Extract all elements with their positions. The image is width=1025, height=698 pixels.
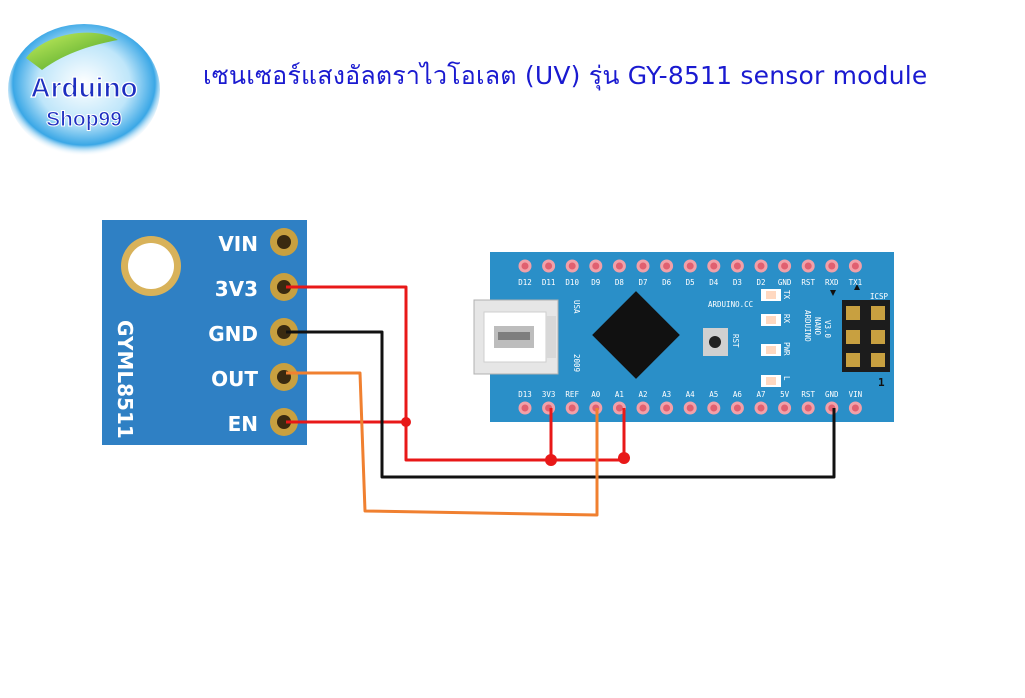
top-pin-label-d9-3: D9 xyxy=(591,278,600,287)
bottom-pin-hole-a5-8 xyxy=(710,404,718,412)
bottom-pin-hole-a6-9 xyxy=(733,404,741,412)
sensor-pin-label-3v3: 3V3 xyxy=(215,277,258,301)
icsp-header xyxy=(830,284,890,372)
bottom-pin-label-gnd-13: GND xyxy=(825,390,839,399)
board-name-line2: NANO xyxy=(813,317,822,336)
bottom-pin-hole-a3-6 xyxy=(663,404,671,412)
bottom-pin-hole-a7-10 xyxy=(757,404,765,412)
bottom-pin-label-a5-8: A5 xyxy=(709,390,718,399)
led-label-rx: RX xyxy=(782,314,791,324)
top-pin-hole-tx1-14 xyxy=(851,262,859,270)
gy8511-sensor-module: GYML8511 VIN 3V3 GND OUT EN xyxy=(102,220,307,445)
top-pin-label-d5-7: D5 xyxy=(686,278,695,287)
bottom-pin-label-a2-5: A2 xyxy=(638,390,647,399)
bottom-pin-hole-d13-0 xyxy=(521,404,529,412)
bottom-pin-label-a6-9: A6 xyxy=(733,390,743,399)
top-pin-hole-d11-1 xyxy=(545,262,553,270)
logo-text-arduino: Arduino xyxy=(30,72,137,103)
bottom-pin-label-5v-11: 5V xyxy=(780,390,790,399)
bottom-pin-hole-ref-2 xyxy=(568,404,576,412)
top-pin-label-rst-12: RST xyxy=(801,278,815,287)
top-pin-hole-d2-10 xyxy=(757,262,765,270)
top-pin-label-gnd-11: GND xyxy=(778,278,792,287)
bottom-pin-hole-5v-11 xyxy=(781,404,789,412)
arduino-shop99-logo: Arduino Shop99 xyxy=(8,24,160,156)
top-pin-header: D12 D11 D10 D9 D8 D7 D6 D5 D4 D3 D2 GND RST RXD TX1 xyxy=(518,259,863,287)
sensor-model-label: GYML8511 xyxy=(113,320,137,439)
board-name-line3: V3.0 xyxy=(823,320,832,339)
bottom-pin-label-a7-10: A7 xyxy=(756,390,765,399)
top-pin-label-d4-8: D4 xyxy=(709,278,719,287)
bottom-pin-hole-rst-12 xyxy=(804,404,812,412)
top-pin-hole-d7-5 xyxy=(639,262,647,270)
bottom-pin-label-a3-6: A3 xyxy=(662,390,671,399)
led-label-pwr: PWR xyxy=(782,342,791,356)
top-pin-label-d8-4: D8 xyxy=(615,278,625,287)
bottom-pin-hole-vin-14 xyxy=(851,404,859,412)
top-pin-label-tx1-14: TX1 xyxy=(849,278,863,287)
label-usa: USA xyxy=(572,300,581,314)
led-label-tx: TX xyxy=(782,290,791,300)
arduino-nano-board: USA 2009 RST ARDUINO.CC TX RX PWR L ARDU… xyxy=(473,252,894,422)
page-title: เซนเซอร์แสงอัลตราไวโอเลต (UV) รุ่น GY-85… xyxy=(203,61,928,90)
top-pin-hole-d5-7 xyxy=(686,262,694,270)
top-pin-hole-d10-2 xyxy=(568,262,576,270)
board-name-line1: ARDUINO xyxy=(803,310,812,342)
reset-button[interactable] xyxy=(709,336,721,348)
usb-connector xyxy=(473,299,559,375)
bottom-pin-label-ref-2: REF xyxy=(565,390,579,399)
top-pin-label-d7-5: D7 xyxy=(638,278,647,287)
top-pin-label-rxd-13: RXD xyxy=(825,278,839,287)
label-year: 2009 xyxy=(572,354,581,372)
wire-gnd-black xyxy=(286,330,836,479)
label-icsp-pin1: 1 xyxy=(878,376,885,389)
top-pin-hole-d8-4 xyxy=(615,262,623,270)
top-pin-hole-d3-9 xyxy=(733,262,741,270)
wires xyxy=(286,285,836,517)
bottom-pin-hole-a4-7 xyxy=(686,404,694,412)
bottom-pin-label-rst-12: RST xyxy=(801,390,815,399)
junction-en xyxy=(401,417,411,427)
bottom-pin-label-a4-7: A4 xyxy=(686,390,696,399)
bottom-pin-label-a0-3: A0 xyxy=(591,390,601,399)
status-leds xyxy=(761,289,781,387)
wire-3v3-red xyxy=(286,285,553,462)
top-pin-hole-gnd-11 xyxy=(781,262,789,270)
top-pin-hole-rst-12 xyxy=(804,262,812,270)
top-pin-hole-d6-6 xyxy=(663,262,671,270)
top-pin-hole-d4-8 xyxy=(710,262,718,270)
sensor-pin-pads xyxy=(270,228,298,436)
label-icsp: ICSP xyxy=(870,292,889,301)
sensor-pin-label-out: OUT xyxy=(211,367,258,391)
top-pin-label-d11-1: D11 xyxy=(542,278,556,287)
top-pin-label-d10-2: D10 xyxy=(565,278,579,287)
bottom-pin-label-d13-0: D13 xyxy=(518,390,532,399)
top-pin-label-d12-0: D12 xyxy=(518,278,532,287)
bottom-pin-hole-a1-4 xyxy=(615,404,623,412)
label-rst-button: RST xyxy=(731,334,740,348)
bottom-pin-hole-a2-5 xyxy=(639,404,647,412)
sensor-pin-label-en: EN xyxy=(228,412,258,436)
led-label-l: L xyxy=(782,376,791,381)
bottom-pin-label-3v3-1: 3V3 xyxy=(542,390,556,399)
top-pin-hole-d9-3 xyxy=(592,262,600,270)
junction-3v3 xyxy=(545,454,557,466)
top-pin-hole-d12-0 xyxy=(521,262,529,270)
wire-out-orange xyxy=(286,371,599,517)
top-pin-hole-rxd-13 xyxy=(828,262,836,270)
label-brand: ARDUINO.CC xyxy=(708,300,753,309)
sensor-pin-label-vin: VIN xyxy=(218,232,258,256)
sensor-pin-label-gnd: GND xyxy=(208,322,258,346)
bottom-pin-label-vin-14: VIN xyxy=(849,390,863,399)
logo-text-shop99: Shop99 xyxy=(46,108,122,131)
bottom-pin-header: D13 3V3 REF A0 A1 A2 A3 A4 A5 A6 A7 5V RST GND VIN xyxy=(518,390,862,415)
microcontroller-chip xyxy=(592,291,680,379)
junction-a1 xyxy=(618,452,630,464)
top-pin-label-d6-6: D6 xyxy=(662,278,672,287)
top-pin-label-d3-9: D3 xyxy=(733,278,742,287)
top-pin-label-d2-10: D2 xyxy=(756,278,765,287)
bottom-pin-label-a1-4: A1 xyxy=(615,390,624,399)
